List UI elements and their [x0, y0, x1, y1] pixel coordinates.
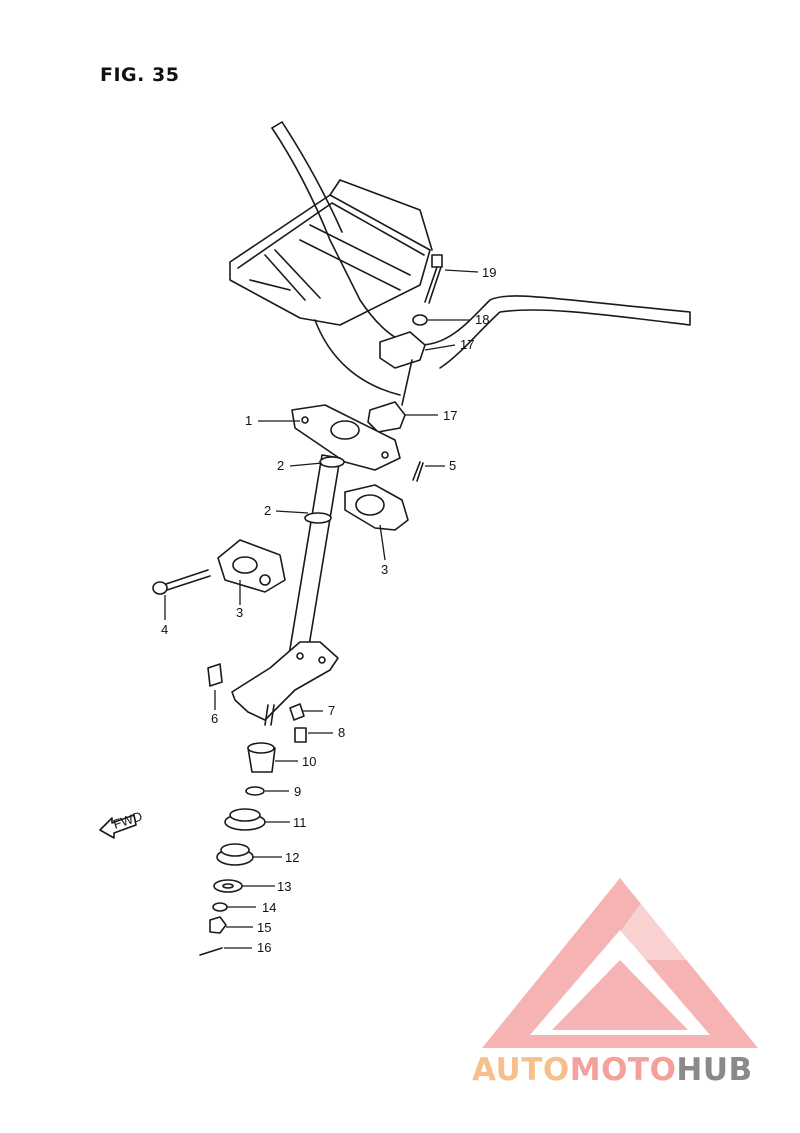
brand-auto: AUTO	[472, 1052, 570, 1088]
callout-3-left: 3	[236, 605, 243, 620]
automotohub-wordmark: AUTOMOTOHUB	[472, 1052, 753, 1088]
callout-6: 6	[211, 711, 218, 726]
leader-lines	[164, 269, 479, 949]
grease-nipple-7	[289, 703, 305, 721]
callout-9: 9	[294, 784, 301, 799]
automotohub-triangle-logo-icon	[482, 878, 758, 1048]
nut-15	[209, 916, 227, 934]
spacer-6	[207, 663, 223, 687]
callout-2-upper: 2	[277, 458, 284, 473]
callout-5: 5	[449, 458, 456, 473]
handlebar-clamp-lower	[367, 401, 406, 433]
cap-8	[294, 727, 307, 743]
nut-18	[412, 314, 428, 326]
callout-3-right: 3	[381, 562, 388, 577]
callout-17-lower: 17	[443, 408, 457, 423]
callout-18: 18	[475, 312, 489, 327]
brand-hub: HUB	[676, 1052, 753, 1088]
fwd-arrow-icon: FWD	[99, 808, 144, 839]
callout-15: 15	[257, 920, 271, 935]
callout-4: 4	[161, 622, 168, 637]
callout-7: 7	[328, 703, 335, 718]
washer-14	[212, 902, 228, 912]
callout-19: 19	[482, 265, 496, 280]
bolt-19	[424, 254, 443, 304]
brand-moto: MOTO	[569, 1052, 677, 1088]
o-ring-9	[245, 786, 265, 796]
callout-17-upper: 17	[460, 337, 474, 352]
figure-title: FIG. 35	[100, 64, 180, 86]
callout-2-lower: 2	[264, 503, 271, 518]
steering-shaft	[286, 454, 345, 671]
cotter-pin-5	[412, 461, 424, 482]
callout-10: 10	[302, 754, 316, 769]
callout-13: 13	[277, 879, 291, 894]
callout-1: 1	[245, 413, 252, 428]
handlebar-clamp-upper	[379, 331, 426, 369]
washer-13	[213, 879, 243, 893]
luggage-rack	[229, 179, 433, 326]
callout-numbers: 19 18 17 17 1 2 5 2 3 3 4 6 7 8 10 9 11 …	[161, 265, 496, 955]
callout-8: 8	[338, 725, 345, 740]
cotter-pin-16	[199, 947, 223, 956]
bolt-4	[152, 569, 211, 595]
handlebar	[271, 121, 691, 396]
steering-shaft-lower-bracket	[231, 641, 339, 721]
callout-16: 16	[257, 940, 271, 955]
callout-11: 11	[293, 815, 307, 830]
callout-14: 14	[262, 900, 276, 915]
callout-12: 12	[285, 850, 299, 865]
